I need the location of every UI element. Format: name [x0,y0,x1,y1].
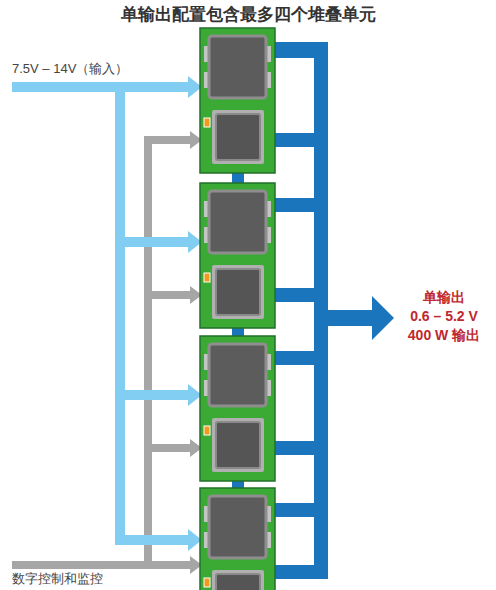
power-module [200,336,275,481]
control-trunk [144,136,152,569]
diagram-title: 单输出配置包含最多四个堆叠单元 [0,5,496,25]
control-label: 数字控制和监控 [12,571,103,587]
power-module [200,28,275,173]
input-branch [115,237,190,247]
output-power-label: 400 W 输出 [396,327,492,344]
power-module [200,488,275,590]
input-branch [115,535,190,545]
output-voltage-label: 0.6 – 5.2 V [396,308,492,325]
input-line [12,82,190,92]
control-input-line [12,561,192,569]
output-label: 单输出 [396,289,492,306]
input-trunk [115,82,125,545]
output-arrow [328,296,394,340]
power-module [200,183,275,328]
input-voltage-label: 7.5V – 14V（输入） [12,61,128,77]
input-branch [115,390,190,400]
control-branch [144,444,192,452]
control-bus [12,131,202,574]
control-branch [144,136,192,144]
control-branch [144,291,192,299]
output-bus-bar [314,42,328,579]
input-bus [12,76,202,551]
